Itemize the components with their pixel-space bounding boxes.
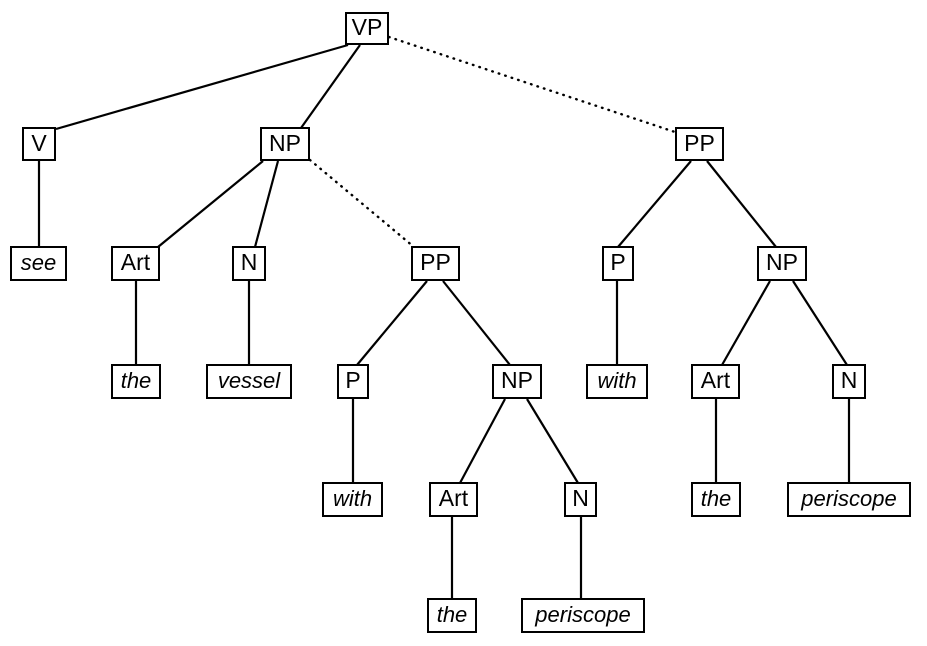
node-label: Art [438,485,469,511]
category-node-pp-mid[interactable]: PP [411,246,460,281]
edge-group [37,35,851,598]
node-label: Art [700,367,731,393]
node-label: vessel [217,367,281,393]
node-label: N [572,485,589,511]
category-node-np-right[interactable]: NP [757,246,807,281]
leaf-node-the1[interactable]: the [111,364,161,399]
node-label: N [240,249,258,275]
tree-edge-vp-to-pp-right [387,35,677,134]
tree-edge-pp-right-to-p-right [617,160,692,248]
node-label: VP [351,14,383,40]
leaf-node-see[interactable]: see [10,246,67,281]
tree-edge-np-mid-to-art-mid [459,398,506,484]
tree-edge-vp-to-np1 [300,44,361,129]
leaf-node-the-mid[interactable]: the [427,598,477,633]
category-node-n-right[interactable]: N [832,364,866,399]
category-node-art-right[interactable]: Art [691,364,740,399]
node-label: the [700,485,732,511]
category-node-p-mid[interactable]: P [337,364,369,399]
category-node-p-right[interactable]: P [602,246,634,281]
tree-edge-np-mid-to-n-mid [526,398,579,484]
node-label: Art [120,249,151,275]
node-label: NP [269,129,301,156]
node-label: P [610,249,626,275]
node-label: periscope [535,601,631,627]
leaf-node-the-right[interactable]: the [691,482,741,517]
tree-edge-vp-to-v [55,43,349,131]
leaf-node-with-right[interactable]: with [586,364,648,399]
node-label: PP [684,129,715,156]
category-node-art1[interactable]: Art [111,246,160,281]
leaf-node-periscope-right[interactable]: periscope [787,482,911,517]
tree-edge-np-right-to-n-right [792,280,848,366]
node-label: with [332,485,373,511]
node-label: V [31,129,47,156]
category-node-np1[interactable]: NP [260,127,310,161]
tree-edge-np1-to-art1 [157,160,264,248]
tree-edge-pp-mid-to-np-mid [442,280,511,366]
tree-edge-np1-to-pp-mid [308,158,416,249]
node-label: the [436,601,468,627]
node-label: see [20,249,57,275]
node-label: NP [501,367,533,393]
tree-edge-np-right-to-art-right [721,280,771,366]
node-label: PP [420,249,451,275]
category-node-n1[interactable]: N [232,246,266,281]
node-label: the [120,367,152,393]
node-label: NP [766,249,798,275]
leaf-node-with-mid[interactable]: with [322,482,383,517]
node-label: with [597,367,637,393]
leaf-node-periscope-mid[interactable]: periscope [521,598,645,633]
category-node-v[interactable]: V [22,127,56,161]
category-node-vp[interactable]: VP [345,12,389,45]
category-node-np-mid[interactable]: NP [492,364,542,399]
node-label: P [345,367,361,393]
node-label: N [840,367,858,393]
category-node-n-mid[interactable]: N [564,482,597,517]
leaf-node-vessel[interactable]: vessel [206,364,292,399]
category-node-art-mid[interactable]: Art [429,482,478,517]
node-label: periscope [801,485,897,511]
tree-edge-np1-to-n1 [253,160,280,248]
tree-edge-pp-right-to-np-right [706,160,777,248]
tree-edge-pp-mid-to-p-mid [356,280,428,366]
category-node-pp-right[interactable]: PP [675,127,724,161]
